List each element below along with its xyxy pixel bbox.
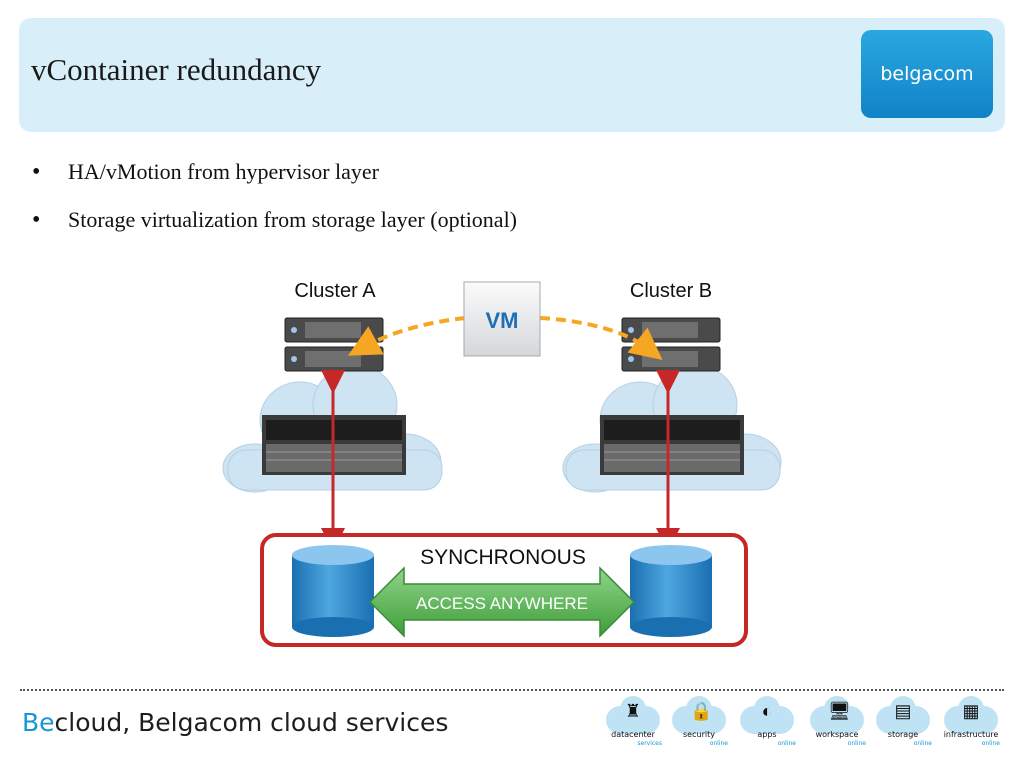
- access-anywhere-arrow: [368, 566, 636, 638]
- logo-text: belgacom: [880, 63, 974, 85]
- storage-cylinder-left: [292, 545, 374, 637]
- storage-icon: ▤: [894, 701, 912, 721]
- footer-title-rest: cloud, Belgacom cloud services: [54, 708, 449, 737]
- datacenter-icon: ♜: [624, 701, 642, 721]
- server-a-bottom: [284, 346, 384, 372]
- server-a-top: [284, 317, 384, 343]
- bullet-item: Storage virtualization from storage laye…: [32, 203, 517, 251]
- storage-cylinder-right: [630, 545, 712, 637]
- storage-array-right: [600, 415, 744, 475]
- bullet-item: HA/vMotion from hypervisor layer: [32, 155, 517, 203]
- server-b-bottom: [621, 346, 721, 372]
- infrastructure-icon: ▦: [962, 701, 980, 721]
- workspace-icon: 🖥: [828, 701, 851, 721]
- cluster-a-label: Cluster A: [294, 280, 376, 302]
- service-label: storage: [887, 730, 919, 739]
- cluster-b-label: Cluster B: [630, 280, 712, 302]
- redundancy-diagram: Cluster A Cluster B VM SYNCHRONOUS ACCES…: [222, 280, 782, 647]
- vm-label: VM: [486, 308, 519, 333]
- service-apps: ◐ apps online: [734, 696, 800, 756]
- service-storage: ▤ storage online: [870, 696, 936, 756]
- service-security: 🔒 security online: [666, 696, 732, 756]
- service-sub: online: [847, 740, 866, 747]
- service-datacenter: ♜ datacenter services: [600, 696, 666, 756]
- footer-divider: [20, 689, 1004, 691]
- service-sub: online: [709, 740, 728, 747]
- server-b-top: [621, 317, 721, 343]
- service-sub: online: [777, 740, 796, 747]
- service-label: apps: [757, 730, 777, 739]
- service-label: datacenter: [611, 730, 655, 739]
- service-workspace: 🖥 workspace online: [804, 696, 870, 756]
- slide-title: vContainer redundancy: [31, 52, 322, 87]
- footer-title: Becloud, Belgacom cloud services: [22, 708, 448, 737]
- service-sub: online: [981, 740, 1000, 747]
- service-sub: services: [637, 740, 662, 747]
- service-label: workspace: [815, 730, 859, 739]
- apps-icon: ◐: [761, 701, 773, 721]
- service-icons: ♜ datacenter services 🔒 security online …: [600, 696, 1008, 756]
- service-infrastructure: ▦ infrastructure online: [938, 696, 1004, 756]
- service-label: infrastructure: [943, 730, 999, 739]
- service-label: security: [683, 730, 715, 739]
- access-anywhere-label: ACCESS ANYWHERE: [416, 594, 588, 613]
- vm-move-arrow-left: [347, 316, 466, 356]
- synchronous-label: SYNCHRONOUS: [420, 546, 586, 569]
- footer-title-accent: Be: [22, 708, 55, 737]
- vm-move-arrow-right: [539, 316, 663, 360]
- belgacom-logo: belgacom: [861, 30, 993, 118]
- bullet-list: HA/vMotion from hypervisor layer Storage…: [32, 155, 517, 251]
- title-bar: vContainer redundancy belgacom: [19, 18, 1005, 132]
- vm-box: VM: [463, 281, 541, 357]
- service-sub: online: [913, 740, 932, 747]
- security-icon: 🔒: [690, 701, 713, 721]
